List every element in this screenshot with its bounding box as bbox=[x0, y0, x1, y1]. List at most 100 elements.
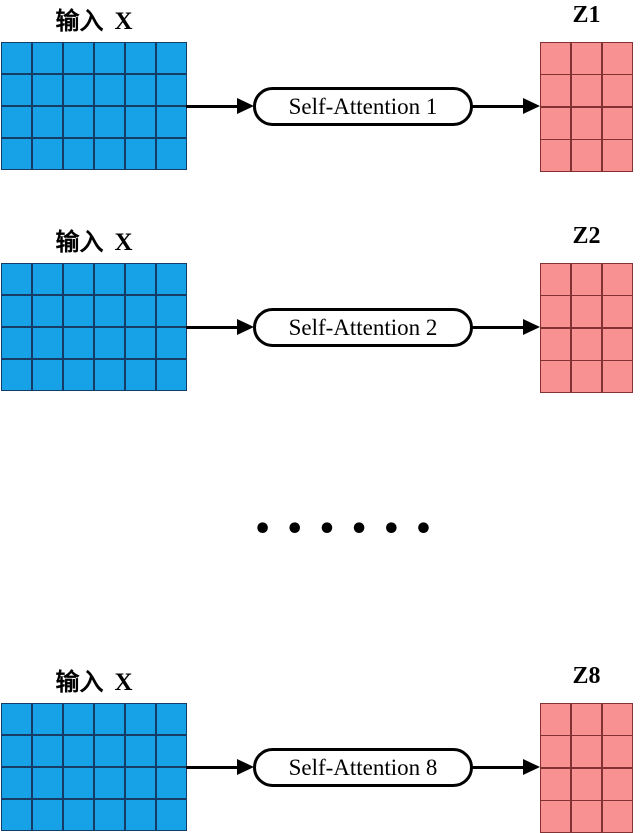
matrix-cell bbox=[156, 799, 186, 830]
self-attention-label: Self-Attention 2 bbox=[288, 314, 438, 340]
arrowhead-input-to-attention bbox=[237, 319, 254, 335]
matrix-cell bbox=[63, 106, 94, 138]
input-label-x: X bbox=[114, 669, 133, 696]
output-matrix bbox=[540, 263, 633, 393]
matrix-cell bbox=[63, 359, 94, 390]
matrix-cell bbox=[32, 327, 63, 359]
output-matrix bbox=[540, 42, 633, 172]
matrix-cell bbox=[571, 140, 602, 171]
matrix-cell bbox=[541, 704, 571, 735]
matrix-cell bbox=[602, 140, 632, 171]
matrix-cell bbox=[32, 264, 63, 295]
matrix-cell bbox=[94, 359, 125, 390]
matrix-cell bbox=[125, 138, 156, 169]
matrix-cell bbox=[602, 107, 632, 139]
matrix-cell bbox=[63, 138, 94, 169]
matrix-cell bbox=[156, 264, 186, 295]
output-matrix-label: Z1 bbox=[572, 2, 601, 28]
matrix-cell bbox=[602, 43, 632, 74]
self-attention-node: Self-Attention 2 bbox=[253, 308, 473, 347]
matrix-cell bbox=[94, 138, 125, 169]
matrix-cell bbox=[571, 107, 602, 139]
matrix-cell bbox=[2, 327, 32, 359]
ellipsis-dots: •••••• bbox=[253, 512, 447, 547]
self-attention-node: Self-Attention 8 bbox=[253, 748, 473, 787]
matrix-cell bbox=[156, 74, 186, 106]
matrix-cell bbox=[125, 359, 156, 390]
matrix-cell bbox=[2, 799, 32, 830]
matrix-cell bbox=[602, 768, 632, 800]
arrowhead-attention-to-output bbox=[523, 759, 540, 775]
matrix-cell bbox=[125, 327, 156, 359]
matrix-cell bbox=[602, 361, 632, 392]
matrix-cell bbox=[32, 295, 63, 327]
matrix-cell bbox=[571, 264, 602, 295]
arrowhead-input-to-attention bbox=[237, 98, 254, 114]
matrix-cell bbox=[32, 704, 63, 735]
matrix-cell bbox=[541, 361, 571, 392]
matrix-cell bbox=[125, 295, 156, 327]
matrix-cell bbox=[602, 75, 632, 107]
matrix-cell bbox=[571, 328, 602, 360]
matrix-cell bbox=[32, 74, 63, 106]
matrix-cell bbox=[2, 735, 32, 767]
matrix-cell bbox=[94, 74, 125, 106]
matrix-cell bbox=[571, 736, 602, 768]
matrix-cell bbox=[602, 736, 632, 768]
matrix-cell bbox=[94, 295, 125, 327]
matrix-cell bbox=[125, 704, 156, 735]
matrix-cell bbox=[63, 295, 94, 327]
matrix-cell bbox=[571, 43, 602, 74]
arrowhead-attention-to-output bbox=[523, 98, 540, 114]
matrix-cell bbox=[32, 735, 63, 767]
self-attention-node: Self-Attention 1 bbox=[253, 87, 473, 126]
matrix-cell bbox=[2, 295, 32, 327]
matrix-cell bbox=[2, 43, 32, 74]
matrix-cell bbox=[541, 328, 571, 360]
matrix-cell bbox=[94, 327, 125, 359]
matrix-cell bbox=[541, 768, 571, 800]
matrix-cell bbox=[94, 735, 125, 767]
output-matrix-label: Z2 bbox=[572, 223, 601, 249]
input-label-chinese: 输入 bbox=[55, 8, 104, 35]
matrix-cell bbox=[156, 138, 186, 169]
matrix-cell bbox=[571, 801, 602, 832]
matrix-cell bbox=[63, 704, 94, 735]
arrow-line-input-to-attention bbox=[186, 766, 238, 769]
input-label-chinese: 输入 bbox=[55, 229, 104, 256]
matrix-cell bbox=[32, 359, 63, 390]
output-matrix bbox=[540, 703, 633, 833]
matrix-cell bbox=[571, 768, 602, 800]
matrix-cell bbox=[571, 296, 602, 328]
matrix-cell bbox=[32, 799, 63, 830]
matrix-cell bbox=[63, 264, 94, 295]
matrix-cell bbox=[541, 107, 571, 139]
input-matrix bbox=[1, 42, 187, 170]
matrix-cell bbox=[541, 75, 571, 107]
matrix-cell bbox=[94, 106, 125, 138]
matrix-cell bbox=[2, 264, 32, 295]
matrix-cell bbox=[156, 295, 186, 327]
matrix-cell bbox=[125, 43, 156, 74]
matrix-cell bbox=[541, 264, 571, 295]
matrix-cell bbox=[571, 704, 602, 735]
matrix-cell bbox=[32, 138, 63, 169]
matrix-cell bbox=[2, 767, 32, 799]
matrix-cell bbox=[2, 74, 32, 106]
matrix-cell bbox=[156, 43, 186, 74]
matrix-cell bbox=[63, 74, 94, 106]
matrix-cell bbox=[125, 74, 156, 106]
arrowhead-input-to-attention bbox=[237, 759, 254, 775]
matrix-cell bbox=[125, 264, 156, 295]
matrix-cell bbox=[156, 106, 186, 138]
matrix-cell bbox=[541, 296, 571, 328]
matrix-cell bbox=[94, 264, 125, 295]
matrix-cell bbox=[2, 106, 32, 138]
matrix-cell bbox=[541, 43, 571, 74]
matrix-cell bbox=[63, 327, 94, 359]
